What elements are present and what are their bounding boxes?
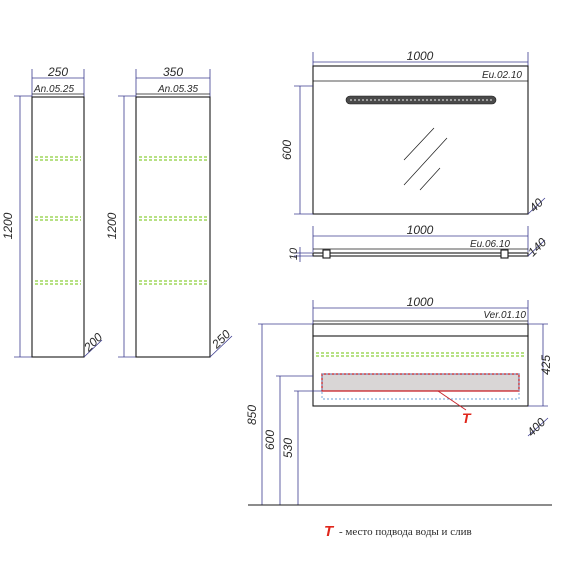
width-label: 1000: [407, 295, 434, 309]
model-code: Eu.06.10: [470, 239, 510, 250]
cabinet-body: [31, 96, 85, 358]
depth-dim-line: [209, 335, 233, 358]
width-label: 1000: [407, 49, 434, 63]
depth-dim-line: [527, 239, 546, 257]
model-code: An.05.25: [33, 84, 74, 95]
vanity-body: [312, 335, 529, 407]
depth-label: 40: [526, 195, 546, 215]
legend-text: - место подвода воды и слив: [339, 526, 472, 538]
glass-reflection: [403, 137, 448, 186]
mirror-eu0210: 1000 Eu.02.10 600 40: [280, 49, 546, 215]
shelf-eu0610: 1000 Eu.06.10 10 140: [288, 223, 549, 262]
model-code: An.05.35: [157, 84, 198, 95]
height-label: 1200: [105, 212, 119, 239]
shelf-bracket-right: [500, 249, 509, 259]
depth-dim-line: [83, 339, 103, 358]
plumbing-zone: [321, 373, 520, 392]
cabinet-an0535: 350 An.05.35 1200 250: [105, 65, 233, 358]
height-label: 10: [288, 247, 300, 260]
shelf-body: [312, 252, 529, 257]
light-strip: [345, 95, 497, 105]
legend-symbol: T: [324, 523, 335, 540]
depth-dim-line: [527, 417, 549, 437]
depth-dim-line: [527, 197, 546, 215]
height-label: 600: [280, 140, 294, 160]
floor-to-top-label: 850: [245, 405, 259, 425]
legend: T - место подвода воды и слив: [324, 523, 472, 540]
depth-label: 400: [524, 415, 548, 439]
glass-reflection: [419, 167, 441, 191]
depth-label: 250: [208, 327, 233, 352]
mirror-body: [312, 65, 529, 215]
floor-to-bottom-label: 600: [263, 430, 277, 450]
drawer-outline: [321, 373, 520, 400]
model-code: Eu.02.10: [482, 70, 522, 81]
width-label: 350: [163, 65, 183, 79]
height-label: 425: [539, 355, 553, 375]
width-label: 1000: [407, 223, 434, 237]
model-code: Ver.01.10: [483, 310, 526, 321]
width-label: 250: [47, 65, 68, 79]
shelf-bracket-left: [322, 249, 331, 259]
height-label: 1200: [1, 212, 15, 239]
plumbing-marker: T: [462, 410, 472, 426]
vanity-ver0110: 1000 Ver.01.10 400 425 850 600 530: [245, 295, 553, 506]
floor-to-pipe-label: 530: [281, 438, 295, 458]
glass-reflection: [403, 127, 435, 161]
marker-leader: [437, 390, 467, 411]
cabinet-body: [135, 96, 211, 358]
cabinet-an0525: 250 An.05.25 1200 200: [1, 65, 105, 358]
